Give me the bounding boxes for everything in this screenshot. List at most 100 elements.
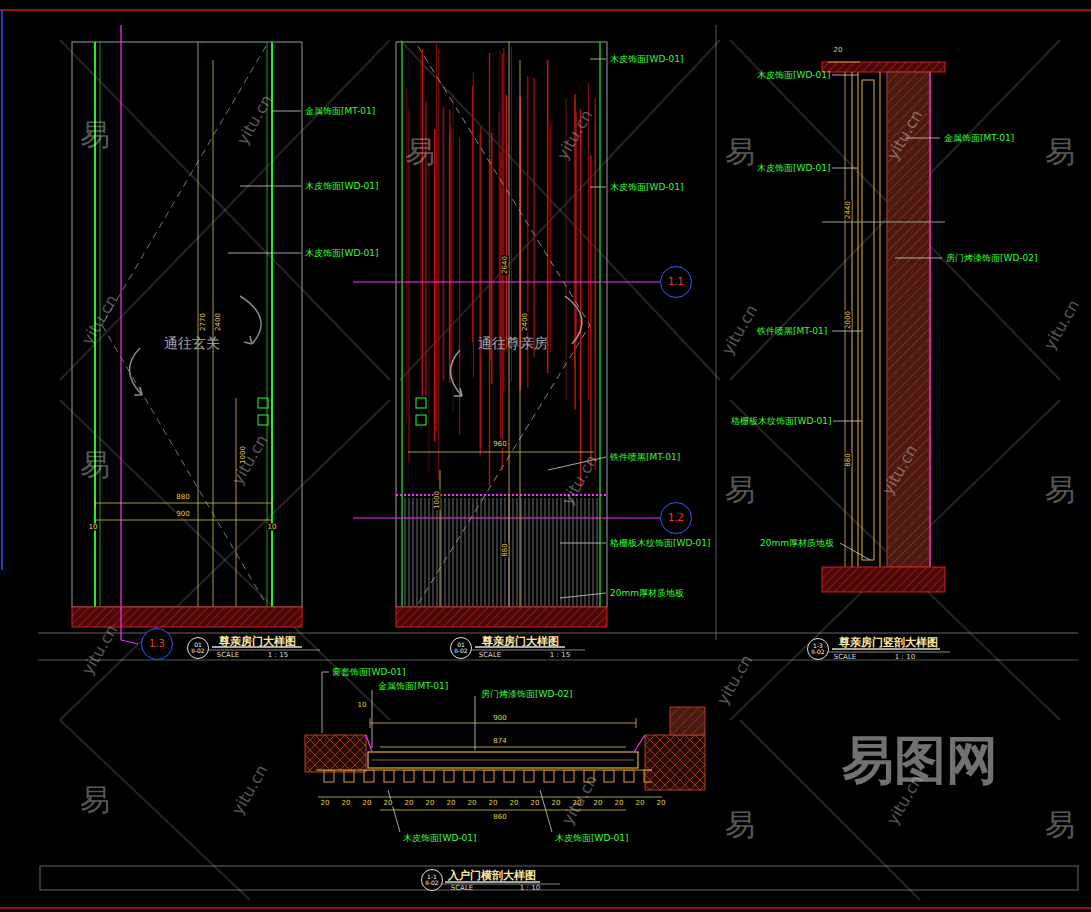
dimension: 880	[845, 452, 852, 467]
wood-grain-line	[590, 155, 591, 468]
dimension: 2000	[845, 310, 852, 330]
dimension: 20	[551, 800, 562, 807]
sheet-number: II-02	[191, 648, 204, 654]
wood-grain-line	[420, 52, 421, 360]
watermark: 易	[80, 120, 110, 150]
title-circle: 01II-02	[187, 637, 209, 659]
wood-grain-line	[422, 50, 423, 396]
wood-grain-line	[533, 78, 534, 358]
wood-grain-line	[595, 99, 596, 470]
dimension: 20	[656, 800, 667, 807]
sheet-number: II-02	[454, 648, 467, 654]
drawing-title: 尊亲房门大样图	[219, 636, 296, 647]
dimension: 10	[88, 524, 99, 531]
dimension: 860	[492, 814, 507, 821]
material-callout: 房门烤漆饰面[WD-02]	[481, 690, 573, 699]
wood-grain-line	[489, 53, 490, 486]
scale-label: SCALE	[451, 885, 473, 892]
scale-value: 1：15	[268, 652, 288, 659]
wood-grain-line	[429, 139, 430, 473]
dimension: 20	[833, 47, 844, 54]
wood-grain-line	[473, 72, 474, 378]
dimension: 20	[404, 800, 415, 807]
wood-grain-line	[434, 129, 436, 442]
wood-grain-line	[449, 110, 451, 383]
watermark: 易	[725, 137, 755, 167]
wood-grain-line	[453, 92, 454, 411]
dimension: 20	[425, 800, 436, 807]
watermark: 易	[405, 137, 435, 167]
dimension: 880	[175, 494, 190, 501]
material-callout: 铁件喷黑[MT-01]	[757, 327, 827, 336]
dimension: 20	[614, 800, 625, 807]
watermark: 易	[725, 475, 755, 505]
dimension: 20	[488, 800, 499, 807]
callout-number: 1.2	[668, 513, 684, 523]
wood-grain-line	[506, 95, 507, 350]
wood-grain-line	[480, 134, 481, 455]
wood-grain-line	[436, 44, 437, 430]
dimension: 20	[593, 800, 604, 807]
material-callout: 木皮饰面[WD-01]	[305, 249, 379, 258]
watermark: 易	[1045, 810, 1075, 840]
wood-grain-line	[500, 153, 502, 439]
watermark: 易	[725, 810, 755, 840]
door-note: 通往玄关	[164, 336, 220, 350]
dimension: 2400	[215, 312, 222, 332]
sheet-number: II-02	[425, 880, 438, 886]
watermark: 易	[80, 785, 110, 815]
dimension: 20	[509, 800, 520, 807]
wood-grain-line	[588, 83, 589, 400]
scale-value: 1：15	[550, 652, 570, 659]
dimension: 900	[175, 511, 190, 518]
title-circle: 1-3II-02	[807, 638, 829, 660]
dimension: 20	[320, 800, 331, 807]
dimension: 2440	[845, 200, 852, 220]
wood-grain-line	[449, 133, 450, 379]
wood-grain-line	[511, 47, 512, 382]
dimension: 20	[530, 800, 541, 807]
wood-grain-line	[438, 50, 439, 480]
dimension: 20	[446, 800, 457, 807]
watermark: 易	[80, 450, 110, 480]
door-note: 通往尊亲房	[478, 336, 548, 350]
dimension: 20	[635, 800, 646, 807]
dimension: 2770	[200, 312, 207, 332]
material-callout: 20mm厚材质地板	[760, 539, 834, 548]
material-callout: 金属饰面[MT-01]	[944, 134, 1014, 143]
scale-label: SCALE	[834, 654, 856, 661]
sheet-number: II-02	[811, 649, 824, 655]
dimension: 880	[502, 542, 509, 557]
title-circle: 01II-02	[450, 637, 472, 659]
material-callout: 金属饰面[MT-01]	[305, 107, 375, 116]
material-callout: 木皮饰面[WD-01]	[757, 164, 831, 173]
dimension: 20	[383, 800, 394, 807]
watermark: 易	[1045, 475, 1075, 505]
drawing-title: 入户门横剖大样图	[448, 870, 536, 881]
callout-number: 1.3	[149, 639, 165, 649]
material-callout: 木皮饰面[WD-01]	[757, 71, 831, 80]
wood-grain-line	[574, 131, 575, 339]
callout-circle: 1.1	[660, 266, 692, 298]
dimension: 960	[492, 441, 507, 448]
dimension: 20	[341, 800, 352, 807]
material-callout: 木皮饰面[WD-01]	[610, 55, 684, 64]
callout-circle: 1.2	[660, 502, 692, 534]
material-callout: 格栅板木纹饰面[WD-01]	[731, 417, 832, 426]
scale-label: SCALE	[217, 652, 239, 659]
material-callout: 铁件喷黑[MT-01]	[610, 453, 680, 462]
dimension: 10	[357, 702, 368, 709]
material-callout: 木皮饰面[WD-01]	[555, 834, 629, 843]
material-callout: 木皮饰面[WD-01]	[403, 834, 477, 843]
wood-grain-line	[595, 123, 596, 355]
wood-grain-line	[472, 86, 473, 343]
scale-label: SCALE	[479, 652, 501, 659]
material-callout: 金属饰面[MT-01]	[378, 682, 448, 691]
wood-grain-line	[580, 109, 582, 488]
dimension: 900	[492, 715, 507, 722]
watermark-logo: 易图网	[842, 734, 998, 786]
material-callout: 窗套饰面[WD-01]	[332, 668, 406, 677]
drawing-title: 尊亲房门大样图	[482, 636, 559, 647]
drawing-title: 尊亲房门竖剖大样图	[839, 637, 938, 648]
material-callout: 木皮饰面[WD-01]	[305, 182, 379, 191]
